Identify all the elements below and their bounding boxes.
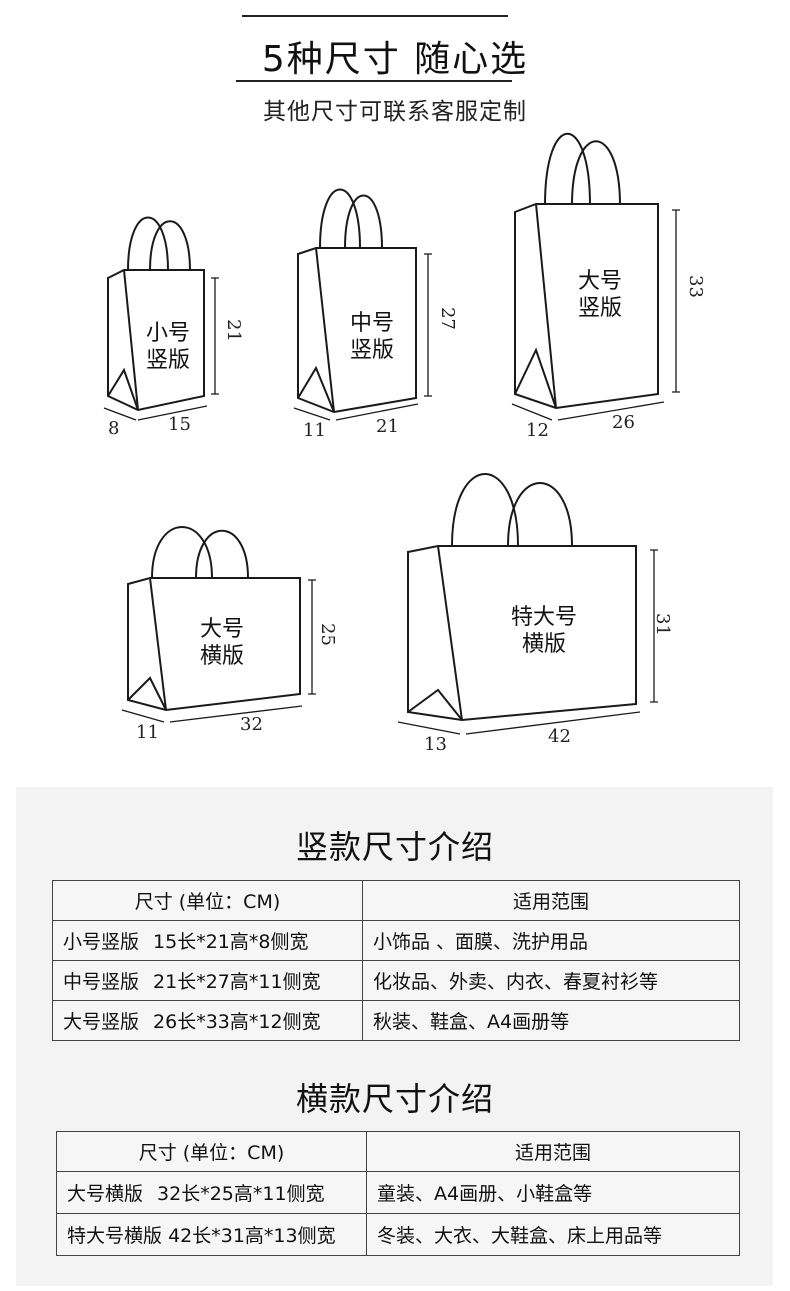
row-name: 大号竖版 [63, 1011, 140, 1033]
bag-large-horizontal-drawing [121, 526, 316, 723]
bag-large-vertical-width: 26 [612, 412, 635, 433]
bag-large-horizontal-height: 25 [316, 623, 338, 646]
bag-xl-horizontal-drawing [397, 473, 658, 735]
horizontal-header-usage: 适用范围 [366, 1131, 740, 1172]
table-row: 大号横版 32长*25高*11侧宽 童装、A4画册、小鞋盒等 [56, 1171, 740, 1214]
vertical-size-table: 尺寸 (单位：CM) 适用范围 小号竖版 15长*21高*8侧宽 小饰品 、面膜… [52, 880, 740, 1041]
bag-xl-horizontal-label: 特大号 横版 [510, 605, 577, 657]
bag-medium-vertical-label: 中号 竖版 [349, 311, 394, 363]
title-bottom-rule [236, 80, 512, 82]
row-usage: 秋装、鞋盒、A4画册等 [362, 1000, 740, 1041]
bag-large-vertical-label: 大号 竖版 [577, 269, 622, 321]
bag-large-horizontal-label: 大号 横版 [199, 617, 244, 669]
bag-illustrations [103, 132, 680, 735]
bag-small-vertical-side: 8 [108, 418, 120, 439]
bag-large-horizontal-side: 11 [136, 722, 159, 743]
bag-small-vertical-label: 小号 竖版 [145, 321, 190, 373]
table-row: 中号竖版 21长*27高*11侧宽 化妆品、外卖、内衣、春夏衬衫等 [52, 960, 740, 1001]
row-usage: 小饰品 、面膜、洗护用品 [362, 920, 740, 961]
row-size: 21长*27高*11侧宽 [153, 971, 321, 993]
title-top-rule [242, 15, 508, 17]
bag-large-vertical-height: 33 [684, 275, 706, 298]
row-size: 32长*25高*11侧宽 [157, 1183, 325, 1205]
horizontal-header-size: 尺寸 (单位：CM) [56, 1131, 367, 1172]
row-usage: 化妆品、外卖、内衣、春夏衬衫等 [362, 960, 740, 1001]
vertical-section-title: 竖款尺寸介绍 [295, 828, 494, 866]
horizontal-section-title: 横款尺寸介绍 [295, 1080, 494, 1118]
row-size: 42长*31高*13侧宽 [168, 1225, 336, 1247]
row-name: 中号竖版 [63, 971, 140, 993]
bag-medium-vertical-height: 27 [436, 307, 458, 330]
row-usage: 冬装、大衣、大鞋盒、床上用品等 [366, 1213, 740, 1256]
page-title: 5种尺寸 随心选 [261, 39, 529, 80]
bag-xl-horizontal-side: 13 [424, 734, 447, 755]
row-usage: 童装、A4画册、小鞋盒等 [366, 1171, 740, 1214]
bag-small-vertical-drawing [103, 216, 219, 421]
table-row: 大号竖版 26长*33高*12侧宽 秋装、鞋盒、A4画册等 [52, 1000, 740, 1041]
table-row: 特大号横版 42长*31高*13侧宽 冬装、大衣、大鞋盒、床上用品等 [56, 1213, 740, 1256]
bag-medium-vertical-drawing [293, 188, 432, 421]
bag-large-vertical-side: 12 [526, 420, 549, 441]
row-size: 26长*33高*12侧宽 [153, 1011, 321, 1033]
horizontal-size-table: 尺寸 (单位：CM) 适用范围 大号横版 32长*25高*11侧宽 童装、A4画… [56, 1131, 740, 1256]
row-name: 大号横版 [67, 1183, 144, 1205]
bag-medium-vertical-width: 21 [376, 416, 399, 437]
row-name: 特大号横版 [67, 1225, 163, 1247]
vertical-header-usage: 适用范围 [362, 880, 740, 921]
page-subtitle: 其他尺寸可联系客服定制 [263, 99, 527, 125]
vertical-header-size: 尺寸 (单位：CM) [52, 880, 363, 921]
table-row: 小号竖版 15长*21高*8侧宽 小饰品 、面膜、洗护用品 [52, 920, 740, 961]
bag-large-vertical-drawing [511, 132, 680, 421]
bag-large-horizontal-width: 32 [240, 714, 263, 735]
row-size: 15长*21高*8侧宽 [153, 931, 309, 953]
bag-xl-horizontal-width: 42 [548, 726, 571, 747]
bag-small-vertical-height: 21 [222, 319, 244, 342]
row-name: 小号竖版 [63, 931, 140, 953]
bag-xl-horizontal-height: 31 [651, 613, 673, 636]
bag-medium-vertical-side: 11 [303, 420, 326, 441]
bag-small-vertical-width: 15 [168, 414, 191, 435]
